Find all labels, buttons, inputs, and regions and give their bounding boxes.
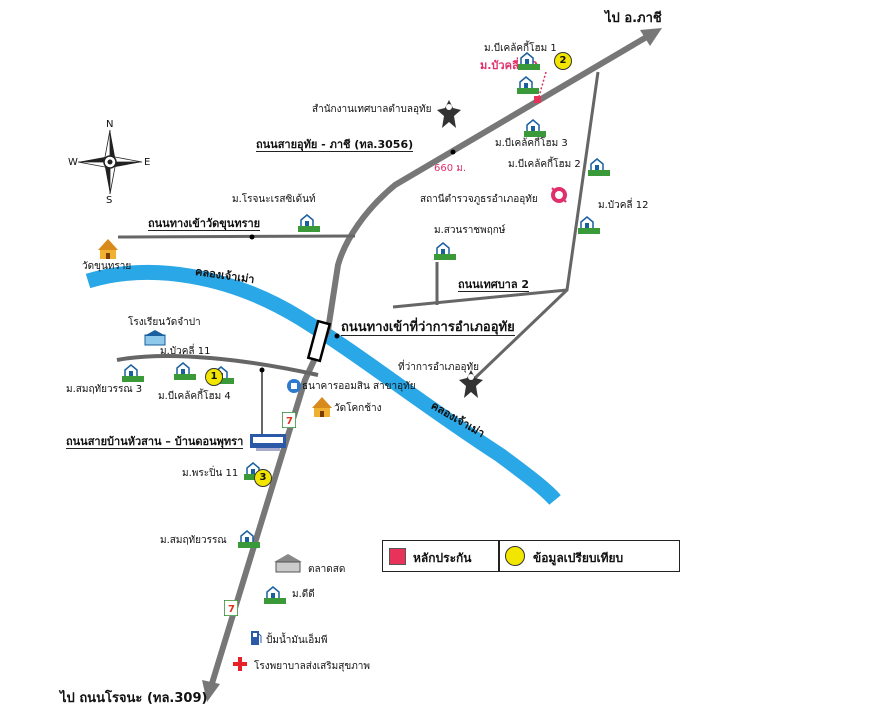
compass-n: N — [106, 119, 114, 130]
label-district-office: ที่ว่าการอำเภออุทัย — [398, 362, 479, 373]
seven-eleven-icon: 7 — [282, 412, 296, 428]
house-icon — [174, 362, 196, 380]
svg-text:7: 7 — [228, 604, 235, 615]
fuel-pump-icon — [251, 631, 262, 645]
label-tesaban-office: สำนักงานเทศบาลตำบลอุทัย — [312, 104, 432, 115]
arrow-north — [640, 28, 662, 46]
comparison-marker-3: 3 — [254, 469, 272, 487]
label-distance: 660 ม. — [434, 163, 467, 174]
house-icon — [588, 158, 610, 176]
legend-divider — [498, 541, 500, 571]
compass-s: S — [106, 195, 113, 206]
label-wat-khok-chang: วัดโคกช้าง — [334, 403, 382, 414]
main-road-north — [325, 32, 652, 331]
road-ban-hua-san — [116, 353, 319, 377]
compass-e: E — [144, 157, 151, 168]
bridge — [306, 319, 332, 363]
label-dee-dee: ม.ดีดี — [292, 589, 315, 600]
legend-comparison: ข้อมูลเปรียบเทียบ — [533, 551, 624, 565]
label-phra-pin-11: ม.พระปิ่น 11 — [182, 468, 239, 479]
label-to-phachi: ไป อ.ภาชี — [605, 11, 662, 26]
comparison-marker-2: 2 — [554, 52, 572, 70]
label-road-uthai-phachi: ถนนสายอุทัย - ภาชี (ทล.3056) — [256, 138, 414, 152]
house-icon — [434, 242, 456, 260]
house-icon — [578, 216, 600, 234]
legend: หลักประกัน ข้อมูลเปรียบเทียบ — [382, 540, 680, 572]
label-to-rojana: ไป ถนนโรจนะ (ทล.309) — [60, 691, 208, 706]
house-icon — [238, 530, 260, 548]
house-icon — [524, 119, 546, 137]
label-wat-khun-sai: วัดขุนทราย — [82, 261, 132, 272]
label-school: โรงเรียนวัดจำปา — [128, 317, 201, 328]
garuda-emblem-icon — [437, 100, 461, 128]
label-hospital: โรงพยาบาลส่งเสริมสุขภาพ — [254, 661, 370, 672]
police-badge-icon — [551, 187, 567, 203]
label-suan-ratchaphruek: ม.สวนราชพฤกษ์ — [434, 225, 506, 236]
label-road-tesaban-2: ถนนเทศบาล 2 — [458, 278, 530, 292]
house-icon — [298, 214, 320, 232]
label-b-wat-di-11: ม.บัวคลี่ 11 — [160, 346, 211, 357]
label-pt-station: ปั้มน้ำมันเอ็มพี — [266, 635, 328, 646]
school-icon — [144, 330, 166, 346]
house-icon — [264, 586, 286, 604]
store-sign-icon — [250, 434, 286, 451]
label-samut-uthai-3: ม.สมฤทัยวรรณ 3 — [66, 384, 143, 395]
garuda-emblem-icon — [459, 370, 483, 398]
road-tesaban-2 — [392, 288, 568, 309]
legend-collateral: หลักประกัน — [413, 551, 472, 565]
compass-icon — [77, 129, 143, 195]
label-market: ตลาดสด — [308, 564, 346, 575]
label-samut-uthai: ม.สมฤทัยวรรณ — [160, 535, 227, 546]
label-gsb-bank: ธนาคารออมสิน สาขาอุทัย — [302, 381, 416, 392]
label-b-lake-home-2: ม.บีเคล้คกี้โฮม 2 — [508, 159, 581, 170]
canal — [85, 265, 561, 506]
seven-eleven-icon: 7 — [224, 600, 238, 616]
compass-w: W — [68, 157, 78, 168]
label-b-wat-di-10: ม.บัวคลี่ 10 — [480, 59, 538, 72]
market-icon — [274, 554, 302, 573]
house-icon — [518, 52, 540, 70]
hospital-cross-icon — [233, 657, 247, 671]
collateral-legend-swatch — [389, 548, 406, 565]
svg-text:7: 7 — [286, 416, 293, 427]
house-icon — [517, 76, 539, 94]
label-b-lake-home-4: ม.บีเคล้คกี้โฮม 4 — [158, 391, 231, 402]
label-road-ban-hua-san: ถนนสายบ้านหัวสาน – บ้านดอนพุทรา — [66, 435, 244, 449]
label-rojana-residence: ม.โรจนะเรสซิเด้นท์ — [232, 194, 316, 205]
temple-icon — [312, 397, 332, 417]
label-police: สถานีตำรวจภูธรอำเภออุทัย — [420, 194, 538, 205]
road-wat-khun-sai — [117, 234, 356, 239]
label-b-wat-di-12: ม.บัวคลี่ 12 — [598, 200, 649, 211]
bank-icon — [287, 379, 301, 393]
comparison-marker-1: 1 — [205, 368, 223, 386]
label-b-lake-home-1: ม.บีเคล้คกี้โฮม 1 — [484, 43, 557, 54]
collateral-pin — [534, 96, 541, 103]
label-b-lake-home-3: ม.บีเคล้คกี้โฮม 3 — [495, 138, 568, 149]
temple-icon — [98, 239, 118, 259]
arrow-south — [202, 680, 220, 702]
comparison-legend-swatch — [505, 546, 525, 566]
label-road-wat-khun-sai: ถนนทางเข้าวัดขุนทราย — [148, 217, 261, 231]
label-road-district: ถนนทางเข้าที่ว่าการอำเภออุทัย — [341, 320, 515, 336]
house-icon — [122, 364, 144, 382]
